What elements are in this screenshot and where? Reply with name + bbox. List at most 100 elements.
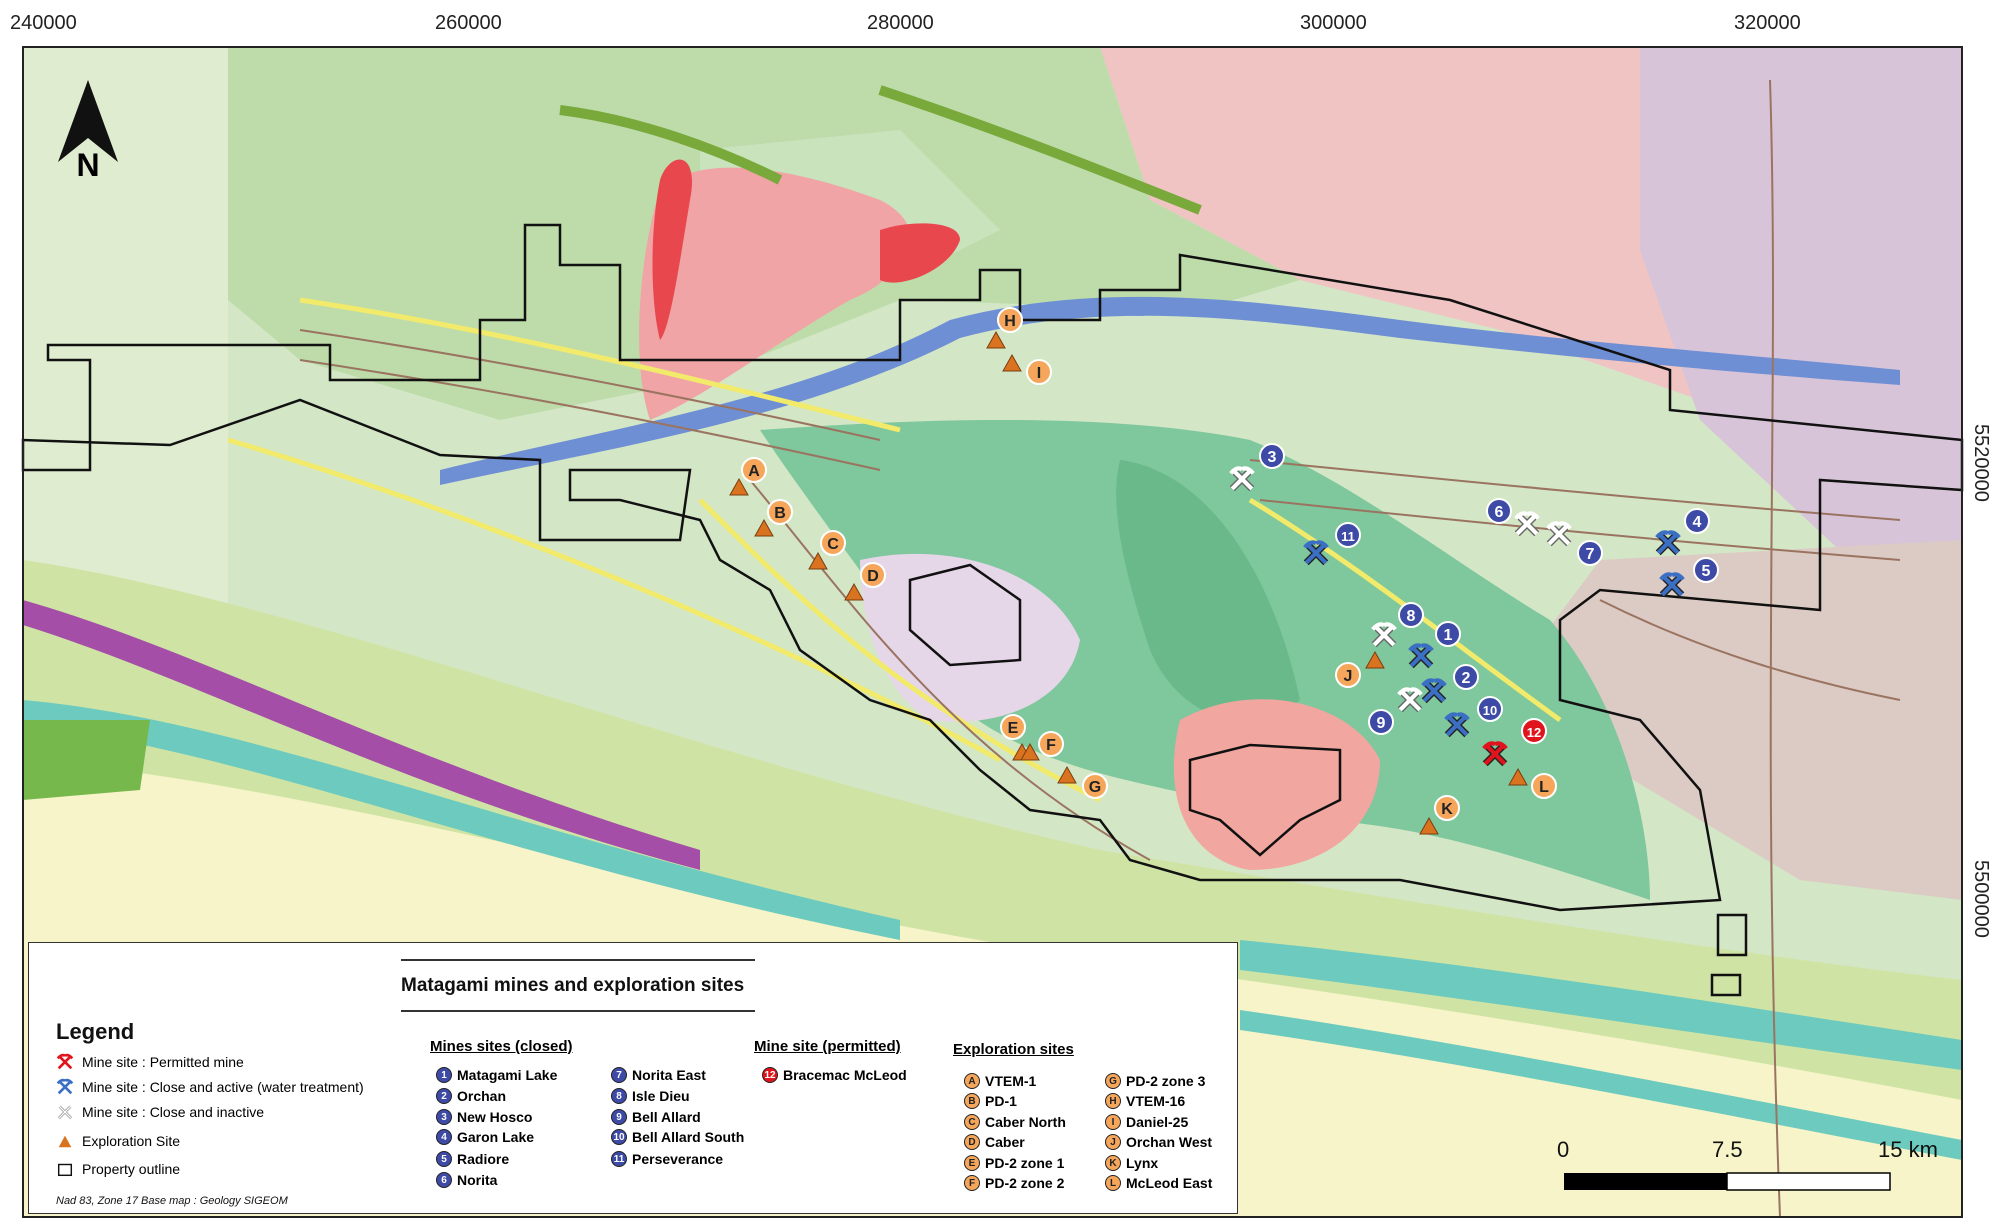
exploration-marker[interactable] [1434, 795, 1460, 821]
exploration-triangle-icon[interactable] [808, 551, 828, 570]
mine-marker[interactable] [1486, 498, 1512, 524]
active-mine-icon[interactable] [1444, 712, 1470, 738]
active-mine-icon[interactable] [1655, 530, 1681, 556]
geology-unit [860, 553, 1080, 722]
exploration-marker[interactable] [997, 307, 1023, 333]
map-badge-label: I [1037, 365, 1041, 382]
map-badge-label: 5 [1702, 563, 1711, 580]
scale-label: 7.5 [1712, 1137, 1743, 1162]
exploration-marker[interactable] [1038, 731, 1064, 757]
map-badge-label: 9 [1377, 715, 1386, 732]
exploration-triangle-icon[interactable] [844, 582, 864, 601]
site-name: Bell Allard South [632, 1129, 745, 1145]
site-name: Orchan [457, 1088, 507, 1104]
site-badge-icon: 10 [611, 1129, 627, 1145]
map-badge-label: A [748, 463, 760, 480]
axis-label-y: 5520000 [1970, 424, 1992, 502]
active-mine-icon[interactable] [1421, 678, 1447, 704]
north-arrow-icon: N [58, 80, 118, 183]
active-mine-icon[interactable] [1303, 540, 1329, 566]
exploration-triangle-icon[interactable] [986, 330, 1006, 349]
exploration-triangle-icon[interactable] [1002, 353, 1022, 372]
site-name: PD-2 zone 2 [985, 1175, 1065, 1191]
permitted-mine-marker[interactable] [1521, 718, 1547, 744]
mine-marker[interactable] [1693, 557, 1719, 583]
mine-marker[interactable] [1335, 522, 1361, 548]
map-badge-label: 3 [1268, 449, 1277, 466]
exploration-marker[interactable] [1531, 773, 1557, 799]
exploration-marker[interactable] [1082, 773, 1108, 799]
exploration-marker[interactable] [1000, 714, 1026, 740]
north-label: N [76, 147, 99, 183]
mine-marker[interactable] [1435, 621, 1461, 647]
exploration-marker[interactable] [820, 530, 846, 556]
site-badge-icon: I [1105, 1114, 1121, 1130]
exploration-triangle-icon[interactable] [1419, 816, 1439, 835]
axis-label-x: 300000 [1300, 12, 1367, 34]
active-mine-icon[interactable] [1659, 572, 1685, 598]
site-badge-icon: D [964, 1134, 980, 1150]
inactive-mine-icon[interactable] [1514, 511, 1540, 537]
site-name: Daniel-25 [1126, 1114, 1189, 1130]
geology-unit [652, 159, 693, 340]
mine-marker[interactable] [1368, 709, 1394, 735]
map-badge-label: 7 [1586, 546, 1595, 563]
axis-label-x: 260000 [435, 12, 502, 34]
geology-streaks [559, 85, 1202, 215]
legend-symbol-label: Exploration Site [82, 1133, 181, 1149]
exploration-triangle-icon[interactable] [729, 477, 749, 496]
geology-unit [1240, 940, 1962, 1070]
site-name: Bracemac McLeod [783, 1067, 907, 1083]
mine-marker[interactable] [1398, 602, 1424, 628]
mine-marker[interactable] [1453, 664, 1479, 690]
active-mine-icon[interactable] [1408, 643, 1434, 669]
inactive-mine-icon[interactable] [1371, 622, 1397, 648]
inactive-mine-icon[interactable] [1397, 687, 1423, 713]
exploration-triangle-icon[interactable] [754, 518, 774, 537]
site-name: VTEM-16 [1126, 1093, 1186, 1109]
map-badge-label: C [827, 536, 839, 553]
property-outline [1710, 973, 1742, 997]
site-name: PD-2 zone 3 [1126, 1073, 1206, 1089]
exploration-marker[interactable] [741, 457, 767, 483]
inactive-mine-icon[interactable] [1229, 466, 1255, 492]
mine-marker[interactable] [1577, 540, 1603, 566]
permitted-mine-icon[interactable] [1482, 741, 1508, 767]
exploration-marker[interactable] [860, 562, 886, 588]
legend-heading: Legend [56, 1019, 135, 1044]
exploration-marker[interactable] [1335, 662, 1361, 688]
site-name: VTEM-1 [985, 1073, 1037, 1089]
map-badge-label: 4 [1693, 514, 1702, 531]
inactive-mine-icon[interactable] [1546, 521, 1572, 547]
exploration-triangle-icon[interactable] [1508, 767, 1528, 786]
site-name: PD-1 [985, 1093, 1017, 1109]
site-badge-icon: C [964, 1114, 980, 1130]
map-badge-label: 10 [1483, 703, 1497, 718]
exploration-triangle-icon[interactable] [1057, 765, 1077, 784]
mine-marker[interactable] [1477, 696, 1503, 722]
site-badge-icon: G [1105, 1073, 1121, 1089]
site-badge-icon: 1 [436, 1067, 452, 1083]
axis-label-x: 280000 [867, 12, 934, 34]
exploration-marker[interactable] [1026, 359, 1052, 385]
exploration-marker[interactable] [767, 499, 793, 525]
map-badge-label: 12 [1527, 725, 1541, 740]
geology-unit [1116, 460, 1300, 721]
mine-marker[interactable] [1684, 508, 1710, 534]
exploration-triangle-icon[interactable] [1020, 742, 1040, 761]
mine-marker[interactable] [1259, 443, 1285, 469]
property-outline [908, 563, 1022, 667]
site-name: Norita [457, 1172, 498, 1188]
axis-label-y: 5500000 [1970, 860, 1992, 938]
site-name: Norita East [632, 1067, 706, 1083]
geology-unit [639, 167, 911, 420]
site-badge-icon: B [964, 1093, 980, 1109]
map-badge-label: J [1344, 668, 1353, 685]
legend-title: Matagami mines and exploration sites [401, 975, 745, 996]
exploration-triangle-icon[interactable] [1365, 650, 1385, 669]
map-badge-label: G [1089, 779, 1101, 796]
